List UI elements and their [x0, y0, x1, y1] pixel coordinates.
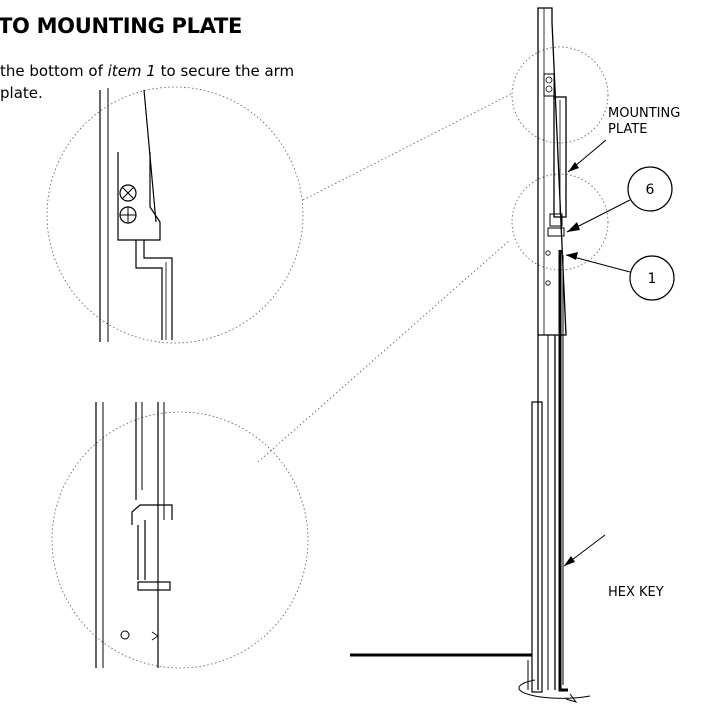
- instruction-text-part: the bottom of: [0, 62, 108, 80]
- item-reference: item 1: [107, 62, 156, 80]
- main-side-view: [350, 7, 591, 703]
- instruction-line-2: plate.: [0, 84, 43, 102]
- detail-view-upper: [46, 86, 304, 344]
- mounting-plate-label: MOUNTING PLATE: [608, 106, 680, 138]
- callout-1-number: 1: [648, 271, 657, 287]
- callout-6: 6: [566, 166, 673, 233]
- hex-key-label: HEX KEY: [608, 585, 664, 600]
- screw-icon: [119, 184, 137, 202]
- detail-view-lower: [51, 402, 309, 669]
- callout-6-number: 6: [646, 182, 655, 198]
- page-title: TO MOUNTING PLATE: [0, 14, 243, 38]
- instruction-line-1: the bottom of item 1 to secure the arm: [0, 60, 294, 82]
- instruction-text-part: to secure the arm: [155, 62, 295, 80]
- mounting-plate-label-line-2: PLATE: [608, 122, 648, 137]
- callout-1: 1: [565, 252, 675, 301]
- mounting-plate-label-line-1: MOUNTING: [608, 106, 681, 121]
- instruction-text: the bottom of item 1 to secure the arm p…: [0, 60, 294, 104]
